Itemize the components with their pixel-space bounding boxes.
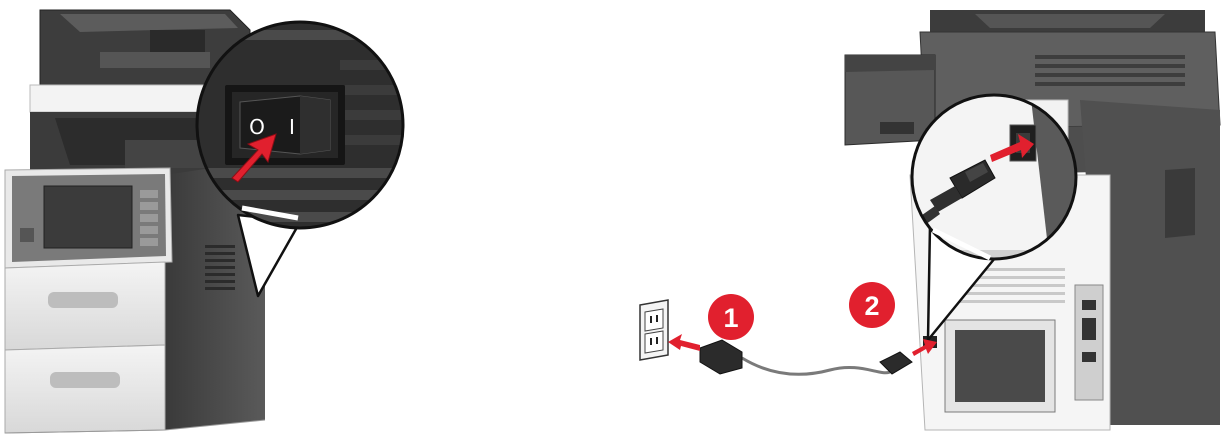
step-badge-2: 2 (849, 282, 895, 328)
step-badge-1: 1 (708, 294, 754, 340)
switch-on-label: I (289, 115, 295, 139)
step-number-1: 1 (723, 303, 738, 333)
printer-plug-icon (880, 352, 912, 374)
step-number-2: 2 (864, 291, 879, 321)
power-cord (668, 334, 937, 374)
wall-outlet (640, 300, 668, 360)
switch-off-label: O (249, 115, 265, 139)
wall-plug-icon (700, 340, 742, 374)
plug-in-arrow-icon (668, 334, 700, 351)
